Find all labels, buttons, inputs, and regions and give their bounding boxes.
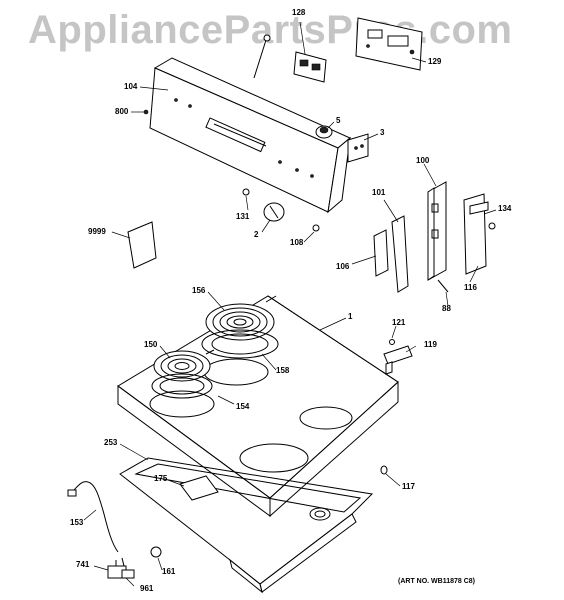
small-surface-element xyxy=(151,349,215,399)
switch-part xyxy=(315,125,333,139)
label-129: 129 xyxy=(428,57,442,66)
label-158: 158 xyxy=(276,366,290,375)
label-131: 131 xyxy=(236,212,250,221)
label-88: 88 xyxy=(442,304,451,313)
label-104: 104 xyxy=(124,82,138,91)
screw-117-part xyxy=(380,465,388,475)
side-bracket-parts xyxy=(373,181,496,293)
label-116: 116 xyxy=(464,283,477,292)
hinge-bracket-part xyxy=(383,345,413,375)
leader-lines xyxy=(83,21,497,587)
label-800: 800 xyxy=(115,107,129,116)
label-150: 150 xyxy=(144,340,158,349)
label-161: 161 xyxy=(162,567,176,576)
burner-box-part xyxy=(119,457,374,594)
label-253: 253 xyxy=(104,438,118,447)
label-2: 2 xyxy=(254,230,259,239)
control-panel-part xyxy=(149,57,351,214)
label-741: 741 xyxy=(76,560,90,569)
large-surface-element xyxy=(201,295,279,359)
knob-part xyxy=(263,202,285,222)
overlay-part xyxy=(293,51,327,83)
clock-board-part xyxy=(355,17,423,71)
label-108: 108 xyxy=(290,238,304,247)
harness-part xyxy=(71,481,119,553)
label-134: 134 xyxy=(498,204,512,213)
label-9999: 9999 xyxy=(88,227,106,236)
label-121: 121 xyxy=(392,318,406,327)
cap-161-part xyxy=(150,546,162,558)
label-5: 5 xyxy=(336,116,341,125)
terminal-block-part xyxy=(347,133,369,163)
art-number: (ART NO. WB11878 C8) xyxy=(398,578,476,585)
label-156: 156 xyxy=(192,286,206,295)
label-961: 961 xyxy=(140,584,154,593)
infinite-switch-part xyxy=(107,557,135,579)
harness-connector xyxy=(67,489,77,497)
screw-800-part xyxy=(143,109,149,115)
screw-121-part xyxy=(389,339,395,345)
rod-part xyxy=(253,34,271,79)
watermark-text: AppliancePartsPros.com xyxy=(28,8,513,52)
label-119: 119 xyxy=(424,340,437,349)
label-117: 117 xyxy=(402,482,415,491)
label-153: 153 xyxy=(70,518,84,527)
cover-175-part xyxy=(179,475,219,501)
screw-part xyxy=(242,188,250,196)
label-101: 101 xyxy=(372,188,386,197)
label-154: 154 xyxy=(236,402,250,411)
label-100: 100 xyxy=(416,156,430,165)
label-1: 1 xyxy=(348,312,353,321)
label-128: 128 xyxy=(292,8,306,17)
clip-part xyxy=(312,224,320,232)
label-175: 175 xyxy=(154,474,168,483)
label-3: 3 xyxy=(380,128,385,137)
sheet-part xyxy=(127,221,157,269)
label-106: 106 xyxy=(336,262,350,271)
